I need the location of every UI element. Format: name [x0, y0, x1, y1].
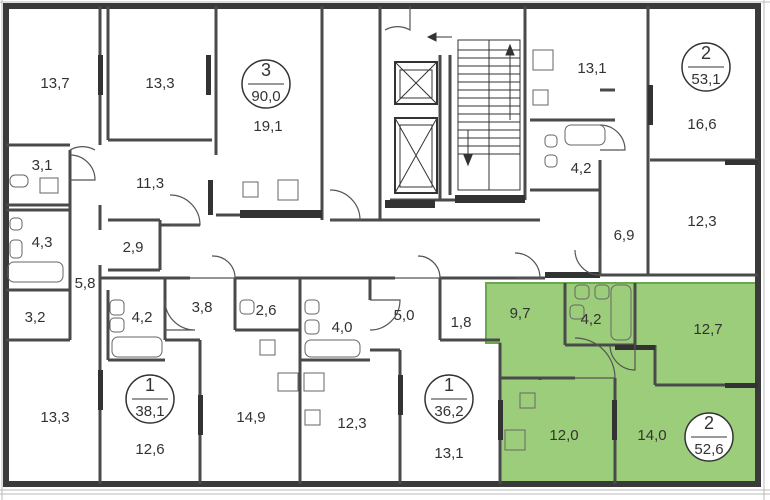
- room-area: 1,8: [451, 314, 472, 331]
- room-area: 2,9: [123, 239, 144, 256]
- room-area: 2,6: [256, 302, 277, 319]
- room-area: 3,8: [192, 299, 213, 316]
- fixtures: [7, 49, 632, 451]
- apartment-badge[interactable]: 2 53,1: [681, 42, 731, 92]
- room-area: 12,6: [135, 441, 164, 458]
- apartment-area: 53,1: [691, 71, 720, 88]
- apartment-rooms: 3: [261, 60, 271, 80]
- room-area: 3,2: [25, 309, 46, 326]
- apartment-rooms: 2: [704, 413, 714, 433]
- room-area: 13,7: [40, 75, 69, 92]
- room-area: 4,3: [32, 234, 53, 251]
- room-area: 12,0: [549, 427, 578, 444]
- room-area: 13,3: [40, 409, 69, 426]
- doors: [69, 6, 636, 379]
- room-area: 4,0: [332, 319, 353, 336]
- apartment-rooms: 1: [444, 375, 454, 395]
- apartment-rooms: 1: [145, 375, 155, 395]
- room-area: 3,1: [32, 157, 53, 174]
- room-area: 12,3: [687, 213, 716, 230]
- room-area: 16,6: [687, 116, 716, 133]
- room-area: 9,7: [510, 305, 531, 322]
- apartment-area: 90,0: [251, 88, 280, 105]
- room-area: 4,2: [581, 311, 602, 328]
- room-area: 5,8: [75, 275, 96, 292]
- room-area: 13,1: [434, 445, 463, 462]
- apartment-badge[interactable]: 1 36,2: [424, 374, 474, 424]
- apartment-badge[interactable]: 1 38,1: [125, 374, 175, 424]
- apartment-area: 36,2: [434, 403, 463, 420]
- room-area: 12,3: [337, 415, 366, 432]
- room-area: 19,1: [253, 118, 282, 135]
- room-area: 6,9: [614, 227, 635, 244]
- room-area: 11,3: [136, 175, 164, 192]
- apartment-area: 52,6: [694, 441, 723, 458]
- apartment-area: 38,1: [135, 403, 164, 420]
- staircase: [426, 32, 521, 191]
- elevators: [394, 61, 438, 194]
- room-labels: 13,7 13,3 19,1 3,1 11,3 4,3 2,9 5,8 3,2 …: [25, 60, 723, 462]
- outer-walls: [3, 3, 761, 487]
- room-area: 14,0: [637, 427, 666, 444]
- apartment-badge[interactable]: 3 90,0: [241, 59, 291, 109]
- room-area: 12,7: [693, 321, 722, 338]
- room-area: 14,9: [236, 409, 265, 426]
- room-area: 4,2: [571, 160, 592, 177]
- room-area: 5,0: [394, 307, 415, 324]
- apartment-rooms: 2: [701, 43, 711, 63]
- room-area: 4,2: [132, 309, 153, 326]
- apartment-badge[interactable]: 2 52,6: [684, 412, 734, 462]
- room-area: 13,3: [145, 75, 174, 92]
- room-area: 13,1: [577, 60, 606, 77]
